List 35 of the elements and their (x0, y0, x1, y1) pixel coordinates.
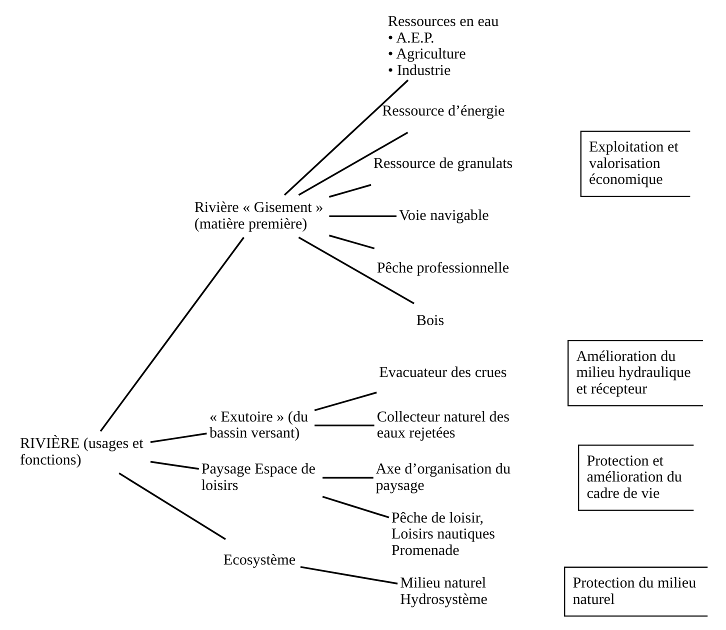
label: Exploitation et valorisation économique (588, 140, 678, 188)
connector (298, 236, 414, 304)
connector (322, 496, 389, 518)
node-text: Paysage Espace de loisirs (200, 462, 315, 494)
label: Protection du milieu naturel (572, 575, 696, 608)
connector (328, 234, 374, 250)
node-text: Bois (416, 312, 444, 329)
node-text: Ecosystème (222, 552, 296, 568)
connector (322, 476, 373, 479)
node-text: Pêche professionnelle (376, 260, 509, 276)
node-text: Milieu naturel Hydrosystème (400, 575, 487, 608)
connector (283, 80, 408, 196)
connector (300, 566, 398, 584)
connector (314, 392, 376, 412)
connector (99, 236, 244, 432)
node-text: Ressource de granulats (372, 156, 512, 172)
node-text: Axe d’organisation du paysage (375, 462, 510, 494)
node-text: Evacuateur des crues (378, 365, 506, 382)
node-text: « Exutoire » (du bassin versant) (208, 409, 308, 442)
node-text: Voie navigable (398, 208, 488, 224)
connector (298, 132, 408, 196)
connector (150, 432, 206, 443)
connector (314, 424, 374, 426)
node-text: Ressource d’énergie (382, 104, 504, 120)
connector (328, 184, 371, 198)
node-text: Collecteur naturel des eaux rejetées (376, 409, 509, 442)
connector (328, 215, 396, 218)
label: Protection et amélioration du cadre de vie (586, 453, 682, 502)
node-text: RIVIÈRE (usages et fonctions) (19, 436, 143, 468)
node-text: Pêche de loisir, Loisirs nautiques Promenade (390, 510, 495, 559)
node-text: Rivière « Gisement » (matière première) (194, 200, 323, 232)
label: Amélioration du milieu hydraulique et récepteur (576, 348, 690, 398)
connector (118, 472, 226, 540)
node-text: Ressources en eau • A.E.P. • Agriculture • Industrie (387, 14, 498, 79)
connector (150, 460, 198, 470)
